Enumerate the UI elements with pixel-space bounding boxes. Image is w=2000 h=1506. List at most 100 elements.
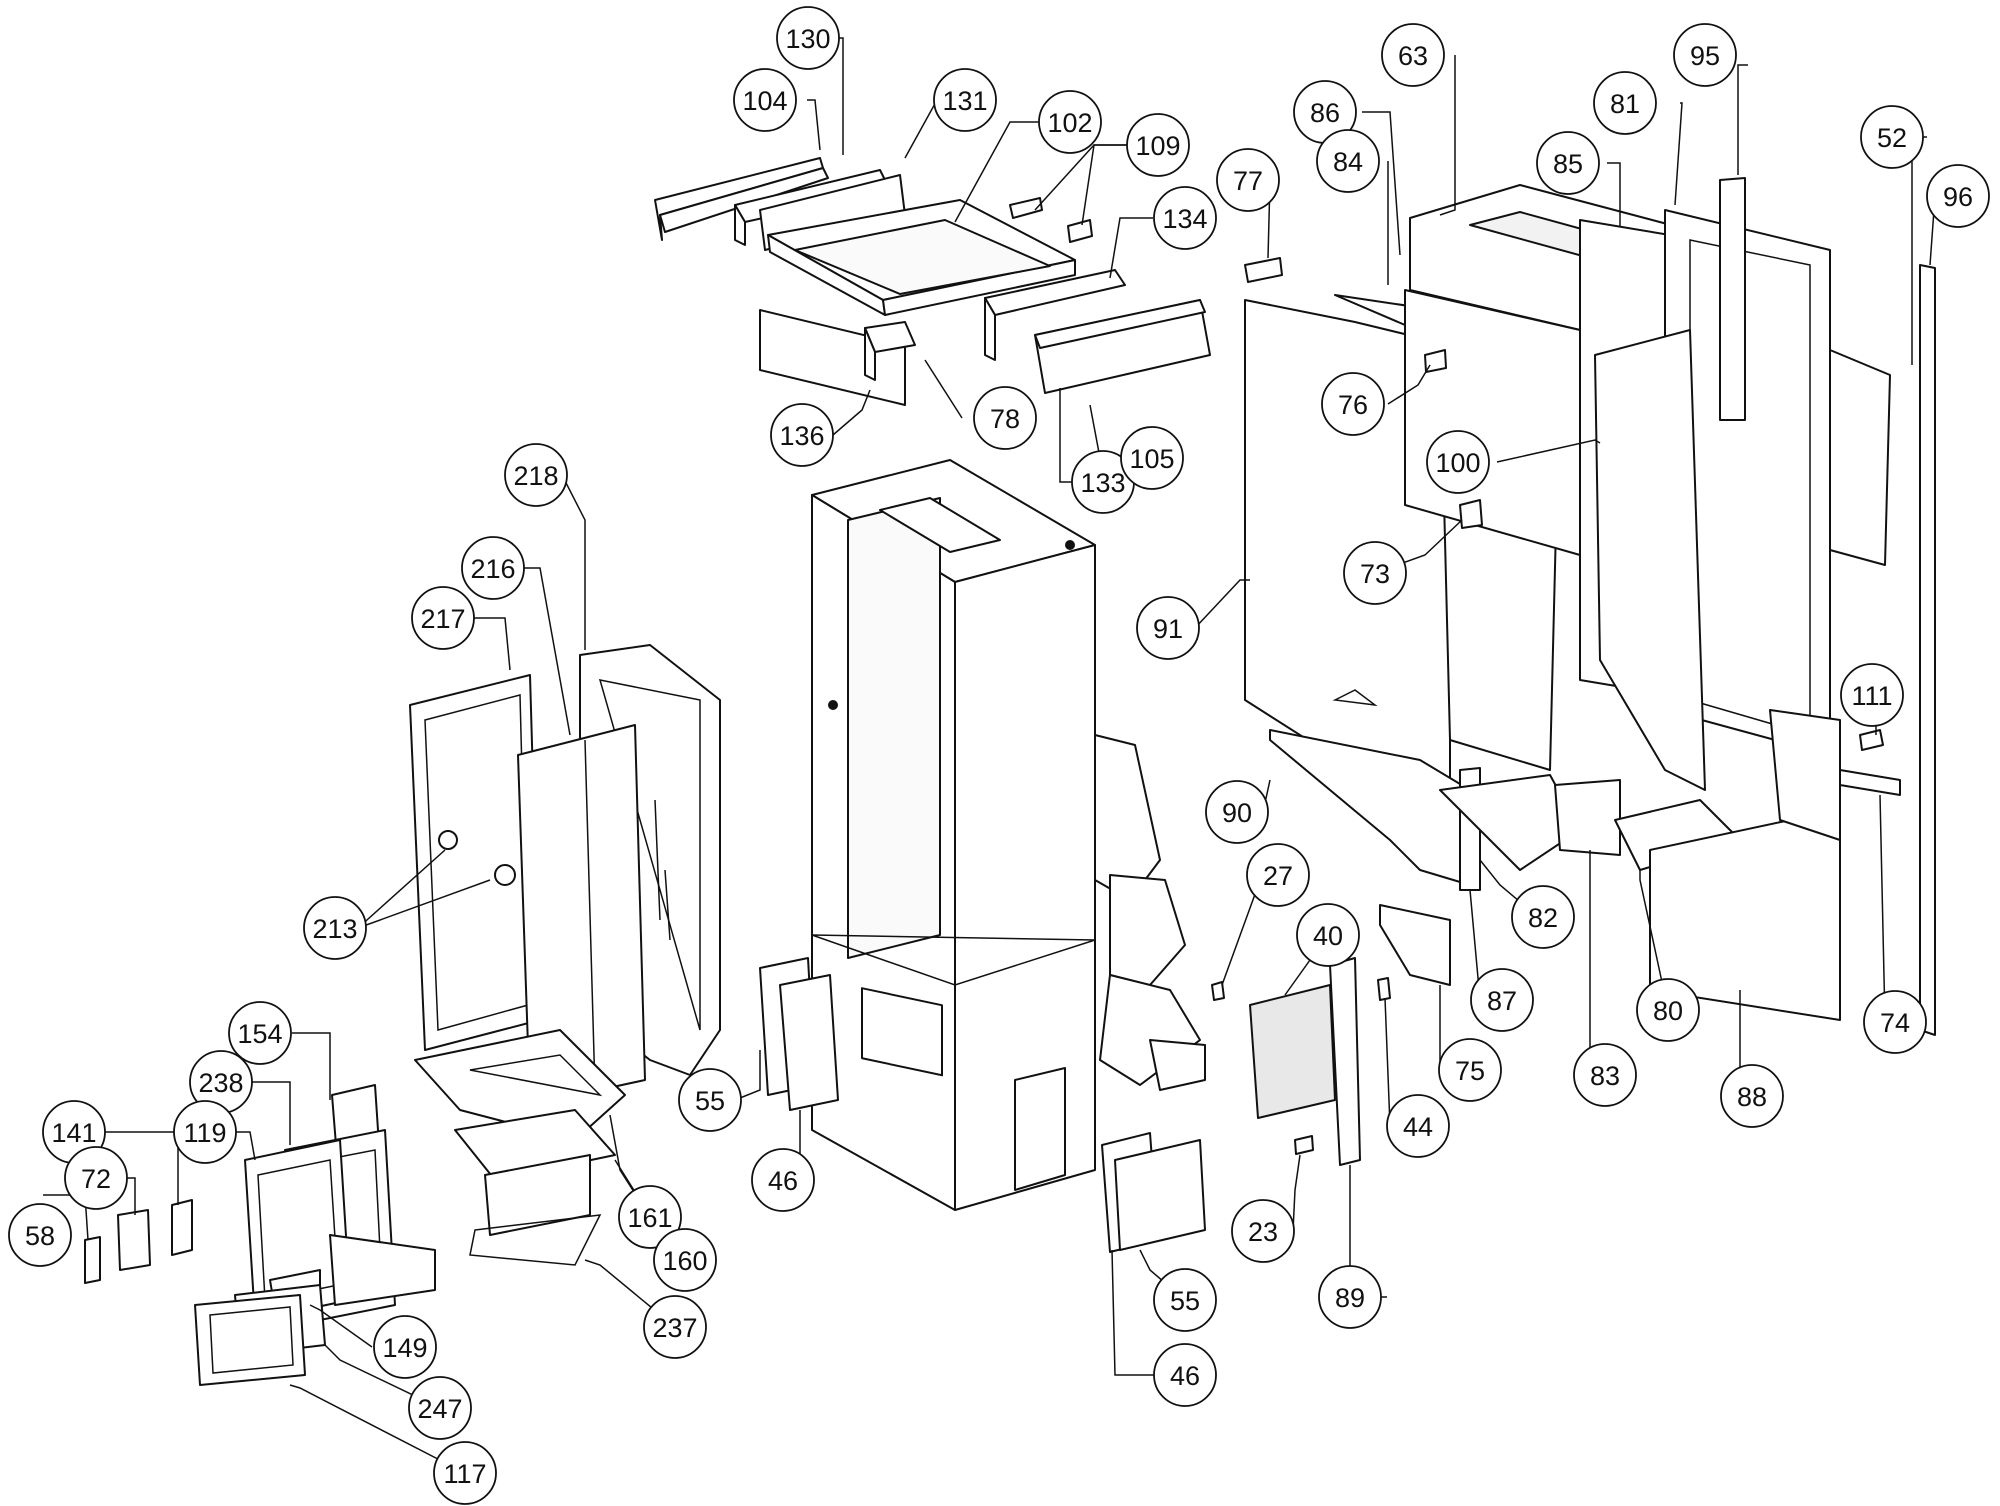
callout-circle (1038, 90, 1102, 154)
callout-circle (1926, 164, 1990, 228)
part-40-board (1249, 984, 1336, 1119)
callout-label: 218 (513, 461, 558, 491)
callout-label: 95 (1690, 41, 1720, 71)
callout-balloon-100: 100 (1426, 430, 1490, 494)
callout-balloon-76: 76 (1321, 372, 1385, 436)
callout-circle (678, 1068, 742, 1132)
part-75-plate (1379, 904, 1451, 986)
callout-balloon-117: 117 (433, 1441, 497, 1505)
callout-circle (770, 403, 834, 467)
callout-circle (1470, 968, 1534, 1032)
callout-balloon-218: 218 (504, 443, 568, 507)
callout-balloon-83: 83 (1573, 1043, 1637, 1107)
callout-balloon-23: 23 (1231, 1199, 1295, 1263)
callout-label: 133 (1080, 468, 1125, 498)
callout-circle (1321, 372, 1385, 436)
callout-label: 154 (237, 1019, 282, 1049)
callout-label: 23 (1248, 1217, 1278, 1247)
callout-label: 109 (1135, 131, 1180, 161)
callout-circle (1296, 903, 1360, 967)
callout-label: 76 (1338, 390, 1368, 420)
callout-balloon-111: 111 (1840, 663, 1904, 727)
part-134-bracket (984, 269, 1126, 361)
callout-balloon-27: 27 (1246, 843, 1310, 907)
callout-label: 160 (662, 1246, 707, 1276)
callout-circle (1318, 1265, 1382, 1329)
part-78-bracket (864, 321, 916, 381)
part-55-46-right-panels (1101, 1132, 1206, 1253)
callout-label: 247 (417, 1394, 462, 1424)
callout-circle (1316, 129, 1380, 193)
part-136-plate (759, 309, 906, 406)
callout-circle (776, 6, 840, 70)
callout-circle (643, 1295, 707, 1359)
callout-balloon-149: 149 (373, 1315, 437, 1379)
callout-circle (1593, 71, 1657, 135)
callout-circle (433, 1441, 497, 1505)
callout-circle (1153, 1343, 1217, 1407)
callout-balloon-134: 134 (1153, 186, 1217, 250)
callout-balloon-58: 58 (8, 1203, 72, 1267)
callout-label: 75 (1455, 1056, 1485, 1086)
callout-label: 89 (1335, 1283, 1365, 1313)
part-83-panel (1554, 779, 1621, 856)
callout-balloon-85: 85 (1536, 131, 1600, 195)
callout-circle (1438, 1038, 1502, 1102)
callout-balloon-63: 63 (1381, 23, 1445, 87)
part-102-tray (767, 199, 1076, 316)
callout-balloon-55: 55 (1153, 1268, 1217, 1332)
callout-circle (504, 443, 568, 507)
callout-circle (1860, 105, 1924, 169)
callout-balloon-88: 88 (1720, 1064, 1784, 1128)
callout-balloon-44: 44 (1386, 1094, 1450, 1158)
callout-circle (1231, 1199, 1295, 1263)
callout-label: 100 (1435, 448, 1480, 478)
callout-label: 104 (742, 86, 787, 116)
callout-label: 85 (1553, 149, 1583, 179)
part-23-clip (1294, 1135, 1314, 1155)
callout-balloon-40: 40 (1296, 903, 1360, 967)
callout-circle (653, 1228, 717, 1292)
callout-balloon-119: 119 (173, 1100, 237, 1164)
callout-label: 102 (1047, 108, 1092, 138)
callout-circle (1863, 990, 1927, 1054)
callout-balloon-154: 154 (228, 1001, 292, 1065)
callout-label: 63 (1398, 41, 1428, 71)
callout-circle (461, 536, 525, 600)
callout-label: 46 (1170, 1361, 1200, 1391)
callout-circle (228, 1001, 292, 1065)
callout-balloon-238: 238 (189, 1050, 253, 1114)
callout-label: 130 (785, 24, 830, 54)
callout-balloon-89: 89 (1318, 1265, 1382, 1329)
part-105-cover (1034, 299, 1211, 394)
callout-balloon-82: 82 (1511, 885, 1575, 949)
parts-artwork (84, 157, 1936, 1386)
callout-balloon-102: 102 (1038, 90, 1102, 154)
callout-label: 86 (1310, 98, 1340, 128)
callout-label: 87 (1487, 986, 1517, 1016)
part-217-frame (409, 674, 541, 1051)
callout-circle (733, 68, 797, 132)
callout-circle (1720, 1064, 1784, 1128)
callout-label: 78 (990, 404, 1020, 434)
callout-balloon-90: 90 (1205, 780, 1269, 844)
callout-balloon-77: 77 (1216, 148, 1280, 212)
callout-label: 44 (1403, 1112, 1433, 1142)
part-44-fastener (1377, 977, 1391, 1001)
callout-balloon-109: 109 (1126, 113, 1190, 177)
callout-balloon-52: 52 (1860, 105, 1924, 169)
callout-circle (1136, 596, 1200, 660)
callout-label: 111 (1851, 681, 1892, 711)
callout-label: 88 (1737, 1082, 1767, 1112)
callout-label: 217 (420, 604, 465, 634)
callout-balloon-46: 46 (751, 1148, 815, 1212)
part-90-panel (1269, 729, 1471, 886)
part-55-46-left-panels (759, 957, 839, 1111)
callout-label: 161 (627, 1203, 672, 1233)
callout-circle (411, 586, 475, 650)
part-coin-mechanism (1094, 734, 1206, 1091)
callout-circle (1153, 186, 1217, 250)
part-111-clip (1859, 729, 1884, 751)
callout-balloon-73: 73 (1343, 541, 1407, 605)
